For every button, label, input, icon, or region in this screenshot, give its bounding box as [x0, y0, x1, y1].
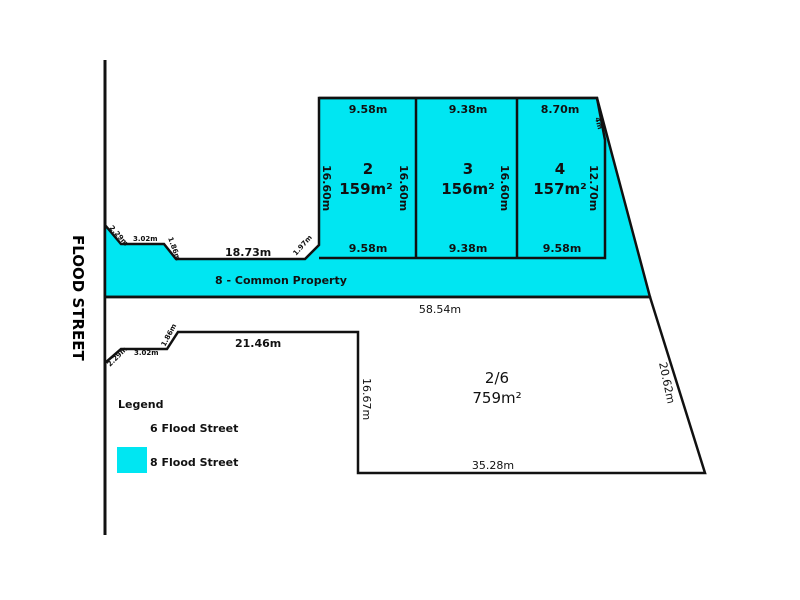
- lot26-area-label: 759m²: [472, 389, 521, 407]
- legend-title-label: Legend: [118, 398, 164, 411]
- lots-0-number-label: 2: [363, 160, 373, 178]
- lots-1-area-label: 156m²: [441, 180, 495, 198]
- lots-1-number-label: 3: [463, 160, 473, 178]
- lots-2-corner-label: 4m: [593, 116, 604, 130]
- common-bottom-label: 58.54m: [419, 303, 461, 316]
- lots-0-left-label: 16.60m: [320, 165, 333, 211]
- common-d4-label: 18.73m: [225, 246, 271, 259]
- lot26-number-label: 2/6: [485, 369, 509, 387]
- legend-item-8-flood-street: 8 Flood Street: [150, 456, 238, 469]
- lot26-d2-label: 3.02m: [134, 349, 159, 357]
- lot26-bottom-label: 35.28m: [472, 459, 514, 472]
- lots-0-bottom-label: 9.58m: [349, 242, 388, 255]
- lots-0-area-label: 159m²: [339, 180, 393, 198]
- street-label: FLOOD STREET: [69, 235, 87, 362]
- lot26-top-label: 21.46m: [235, 337, 281, 350]
- lots-0-right-label: 16.60m: [397, 165, 410, 211]
- common-d2-label: 3.02m: [133, 235, 158, 243]
- lots-1-top-label: 9.38m: [449, 103, 488, 116]
- lots-2-top-label: 8.70m: [541, 103, 580, 116]
- legend-item-6-flood-street: 6 Flood Street: [150, 422, 238, 435]
- lot-4: 8.70m 9.58m 12.70m 4m 4 157m²: [533, 103, 604, 255]
- lots-2-right-label: 12.70m: [587, 165, 600, 211]
- lots-1-right-label: 16.60m: [498, 165, 511, 211]
- lots-2-bottom-label: 9.58m: [543, 242, 582, 255]
- common-property-labels: 2.29m 3.02m 1.86m 18.73m 1.97m 8 - Commo…: [108, 224, 462, 316]
- lot-2-6: [103, 295, 707, 475]
- lot-3: 9.38m 9.38m 16.60m 3 156m²: [441, 103, 511, 255]
- lots-2-area-label: 157m²: [533, 180, 587, 198]
- common-label-label: 8 - Common Property: [215, 274, 347, 287]
- lots-block: [319, 96, 607, 260]
- lot-2: 9.58m 9.58m 16.60m 16.60m 2 159m²: [320, 103, 410, 255]
- lot26-inner-label: 16.67m: [360, 378, 373, 420]
- legend: Legend 6 Flood Street 8 Flood Street: [117, 398, 238, 473]
- lots-1-bottom-label: 9.38m: [449, 242, 488, 255]
- lots-2-number-label: 4: [555, 160, 565, 178]
- legend-swatch-8-flood-street: [117, 447, 147, 473]
- lots-0-top-label: 9.58m: [349, 103, 388, 116]
